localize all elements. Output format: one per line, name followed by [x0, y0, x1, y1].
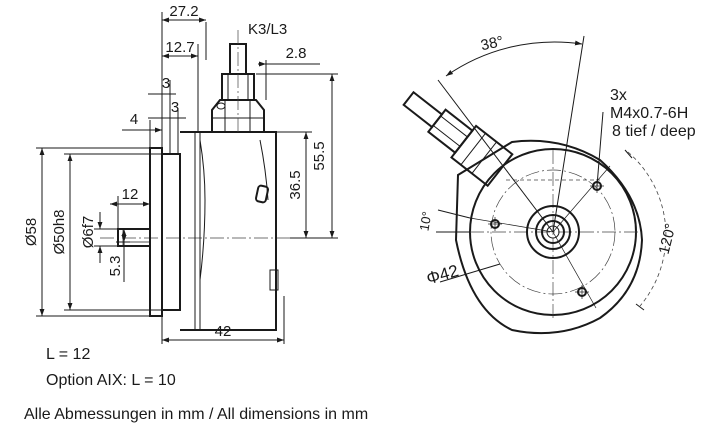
centering-collar — [161, 153, 181, 311]
angle-120: 120° — [656, 222, 680, 256]
dim-phi42: Φ42 — [424, 261, 460, 288]
dim-12: 12 — [122, 186, 139, 203]
dim-2-8: 2.8 — [286, 45, 307, 62]
dim-42: 42 — [215, 323, 232, 340]
dim-55-5: 55.5 — [311, 141, 328, 170]
dim-3a: 3 — [162, 75, 170, 92]
hole-count: 3x — [610, 87, 627, 104]
front-view: 38° 10° 120° Φ42 3x M4x0.7-6H 8 tief / d… — [402, 33, 696, 335]
housing-outline — [454, 139, 644, 335]
dim-3b: 3 — [171, 99, 179, 116]
hub — [526, 205, 580, 259]
note-length: L = 12 — [46, 346, 91, 363]
dim-k3l3: K3/L3 — [248, 21, 287, 38]
front-gland — [402, 90, 514, 188]
angle-10: 10° — [416, 210, 434, 232]
dim-12-7: 12.7 — [165, 39, 194, 56]
dim-5-3: 5.3 — [107, 256, 124, 277]
dim-36-5: 36.5 — [287, 170, 304, 199]
hole-thread: M4x0.7-6H — [610, 105, 688, 122]
side-view: 27.2 K3/L3 12.7 2.8 3 3 4 55.5 36.5 — [23, 3, 338, 344]
hole-depth: 8 tief / deep — [612, 123, 696, 140]
note-option: Option AIX: L = 10 — [46, 372, 176, 389]
bolt-circle — [490, 169, 616, 295]
dim-6f7: Ø6f7 — [80, 216, 97, 249]
dim-27-2: 27.2 — [169, 3, 198, 20]
angle-38: 38° — [479, 33, 505, 54]
flange-plate — [149, 147, 163, 317]
dim-4: 4 — [130, 111, 138, 128]
note-units: Alle Abmessungen in mm / All dimensions … — [24, 406, 369, 423]
dim-58: Ø58 — [23, 218, 40, 246]
encoder-body — [180, 131, 277, 331]
dim-50h8: Ø50h8 — [51, 209, 68, 254]
